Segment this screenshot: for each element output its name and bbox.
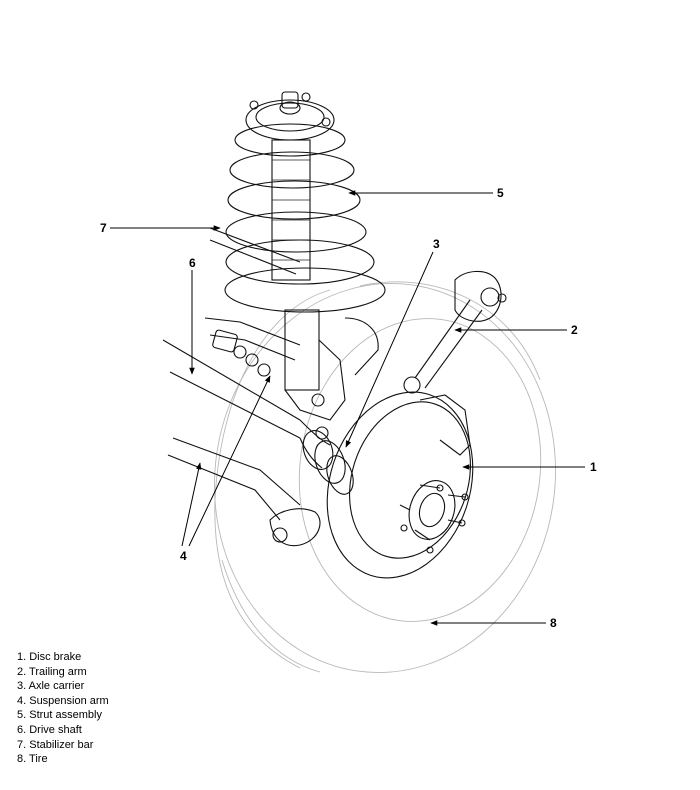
suspension-arm-illustration (167, 317, 321, 547)
legend-item: 5. Strut assembly (17, 709, 102, 722)
callout-2: 2 (571, 323, 578, 337)
trailing-arm-illustration (403, 270, 507, 394)
legend-item: 7. Stabilizer bar (17, 738, 94, 751)
callout-1: 1 (590, 460, 597, 474)
legend-item: 3. Axle carrier (17, 680, 85, 693)
legend-item: 6. Drive shaft (17, 723, 82, 736)
drive-shaft-illustration (162, 339, 354, 495)
strut-assembly-illustration (224, 91, 386, 440)
callout-7: 7 (100, 221, 107, 235)
tire-illustration (214, 281, 556, 673)
callout-8: 8 (550, 616, 557, 630)
callout-4: 4 (180, 549, 187, 563)
legend-item: 8. Tire (17, 753, 48, 766)
disc-brake-illustration (326, 391, 474, 579)
stabilizer-bar-illustration (209, 227, 301, 275)
legend-item: 4. Suspension arm (17, 694, 109, 707)
callout-3: 3 (433, 237, 440, 251)
legend-item: 1. Disc brake (17, 651, 82, 663)
legend-item: 2. Trailing arm (17, 665, 87, 678)
leader-lines (110, 190, 585, 626)
callout-6: 6 (189, 256, 196, 270)
callout-5: 5 (497, 186, 504, 200)
parts-legend: 1. Disc brake 2. Trailing arm 3. Axle ca… (17, 650, 109, 767)
